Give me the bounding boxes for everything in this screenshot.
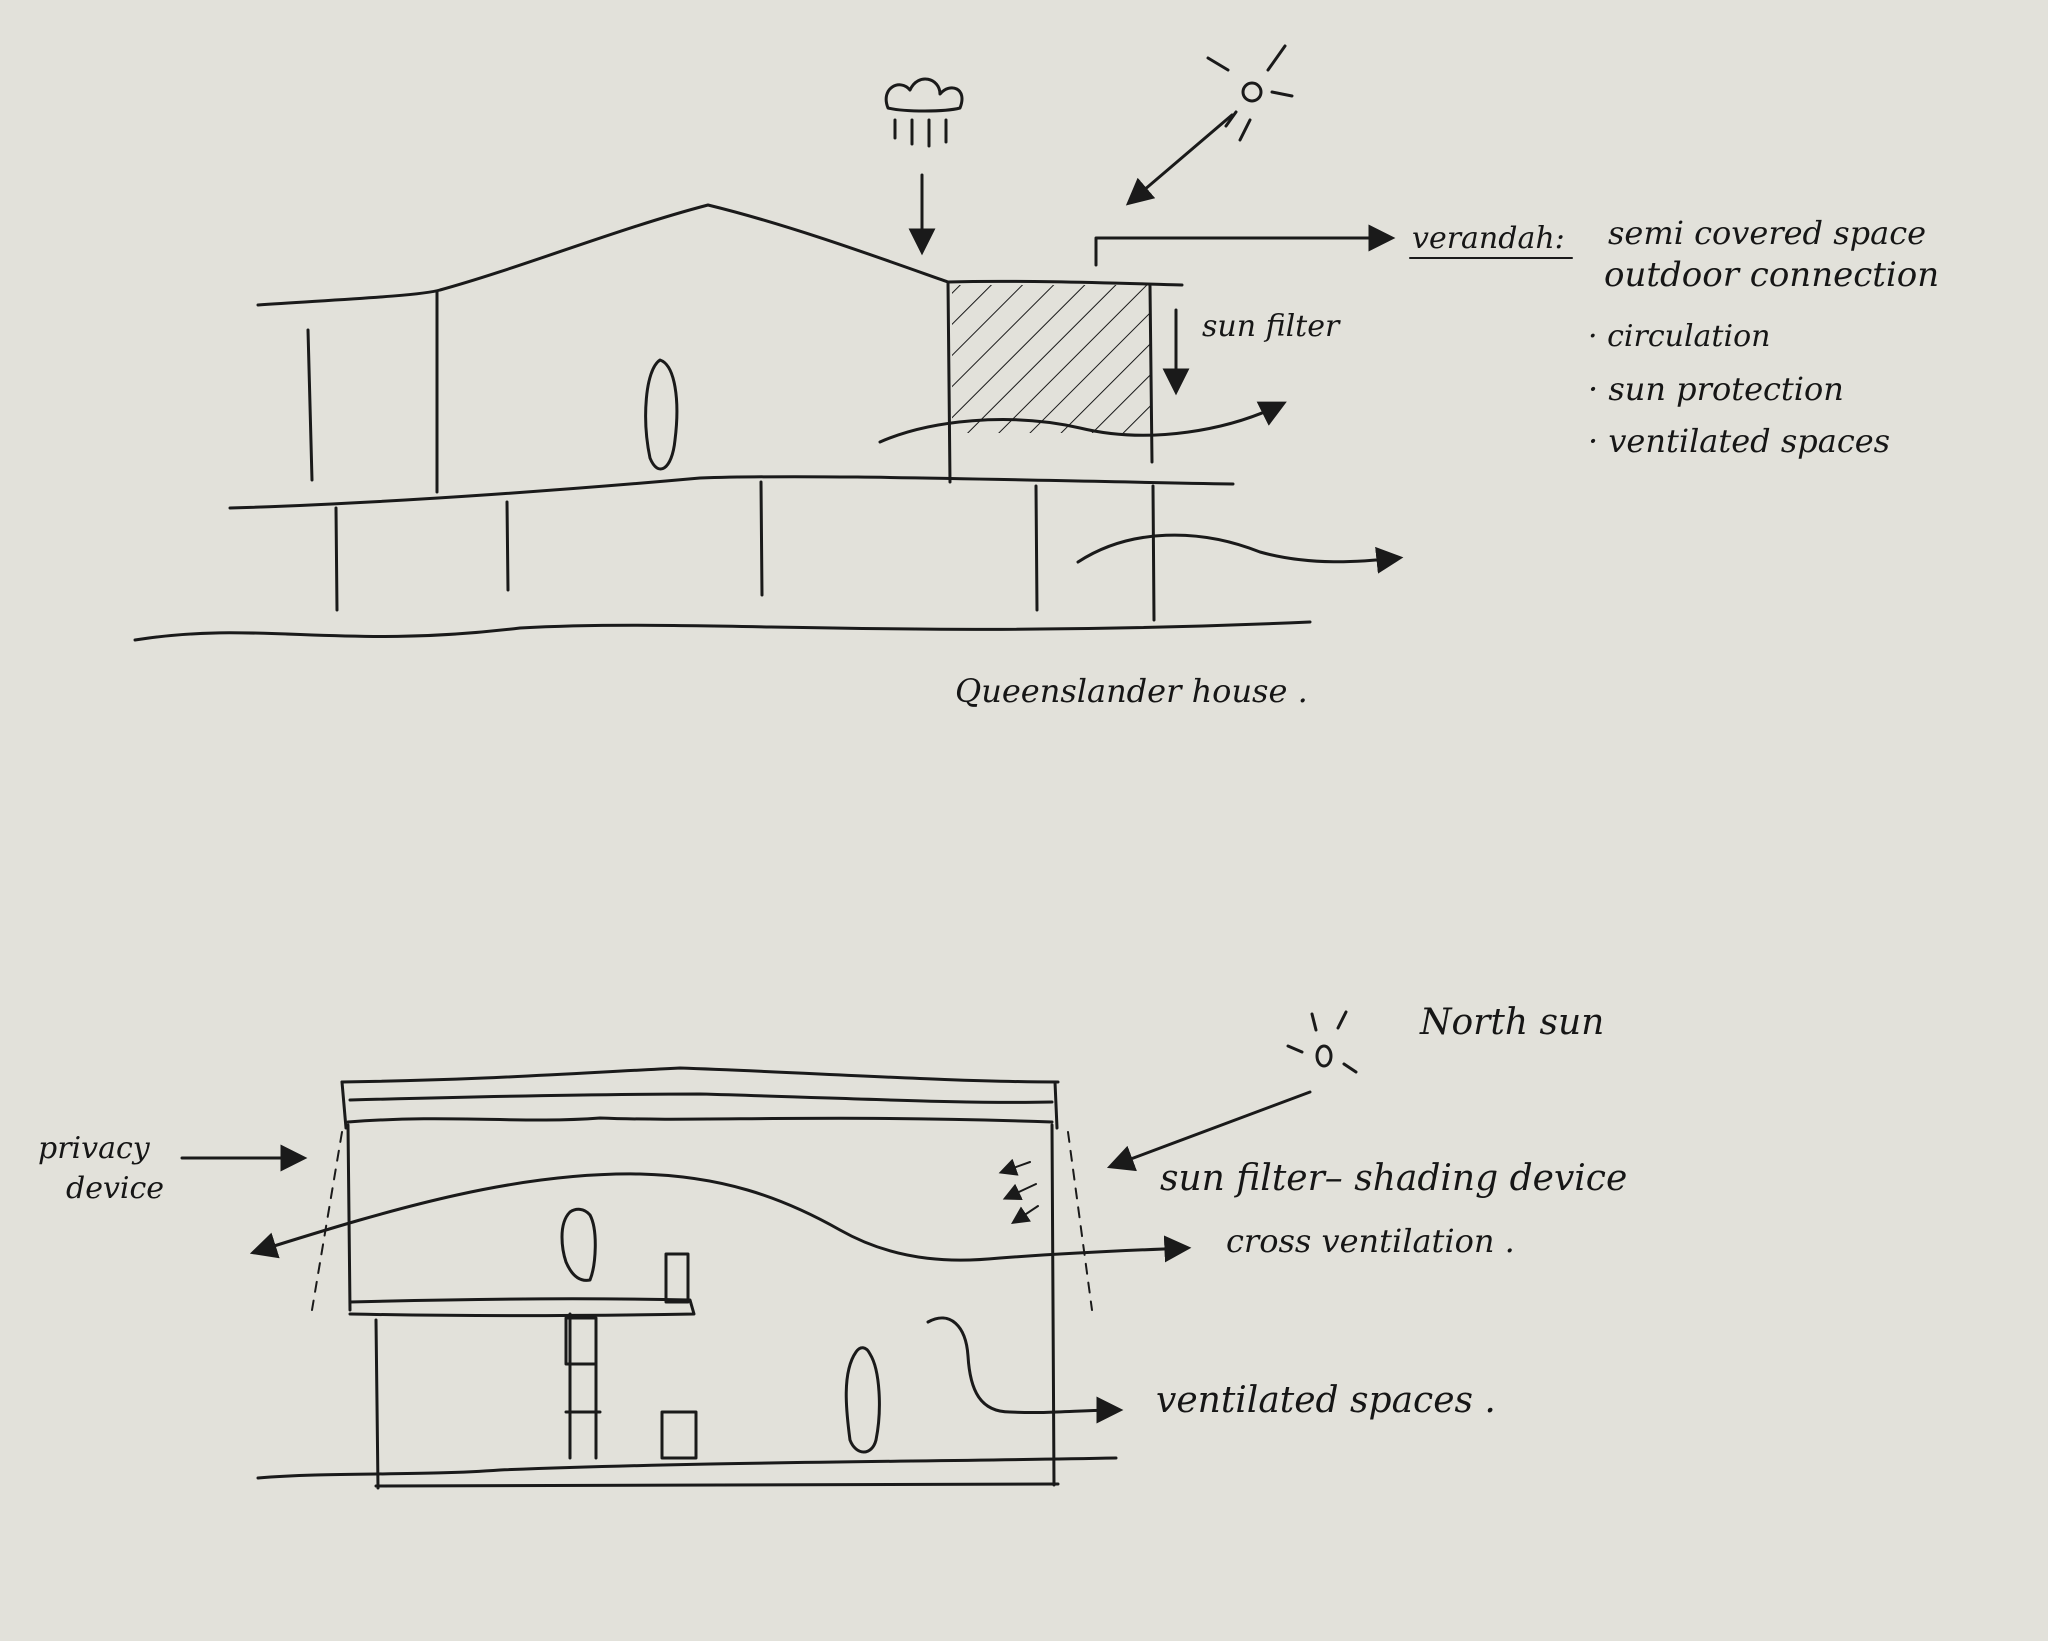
verandah-leader-arrow xyxy=(1094,224,1396,267)
house-structure xyxy=(133,203,1312,642)
section-structure xyxy=(256,1066,1118,1490)
ventilated-spaces-arrow xyxy=(926,1316,1124,1424)
bullet-3: · ventilated spaces xyxy=(1588,422,1890,460)
shading-small-arrows xyxy=(998,1158,1039,1224)
ventilated-spaces-label: ventilated spaces . xyxy=(1156,1380,1496,1421)
sun-icon xyxy=(1206,44,1294,142)
north-sun-arrow xyxy=(1106,1090,1312,1172)
privacy-label-2: device xyxy=(66,1171,164,1206)
shading-label: sun filter– shading device xyxy=(1160,1158,1627,1199)
bullet-1: · circulation xyxy=(1588,319,1770,354)
verandah-desc-2: outdoor connection xyxy=(1604,255,1939,295)
privacy-screens xyxy=(311,1131,1093,1311)
north-sun-icon xyxy=(1286,1010,1358,1074)
modern-section-sketch: North sun privacy device sun filter– sha… xyxy=(38,1002,1627,1490)
privacy-label-1: privacy xyxy=(38,1131,151,1166)
airflow-lower-arrow xyxy=(1076,533,1404,574)
bullet-2: · sun protection xyxy=(1588,370,1844,408)
cross-ventilation-label: cross ventilation . xyxy=(1226,1222,1515,1260)
sun-filter-label: sun filter xyxy=(1202,309,1341,344)
queenslander-house-sketch: verandah: semi covered space outdoor con… xyxy=(133,44,1939,710)
airflow-upper-arrow xyxy=(878,401,1287,444)
house-caption: Queenslander house . xyxy=(955,672,1308,710)
rain-cloud-icon xyxy=(884,77,964,148)
north-sun-label: North sun xyxy=(1419,1002,1604,1043)
cross-ventilation-arrow xyxy=(249,1172,1192,1263)
sun-ray-arrow xyxy=(1125,113,1234,206)
verandah-desc-1: semi covered space xyxy=(1608,214,1926,252)
verandah-title: verandah: xyxy=(1412,221,1565,256)
verandah-hatch xyxy=(952,285,1150,433)
